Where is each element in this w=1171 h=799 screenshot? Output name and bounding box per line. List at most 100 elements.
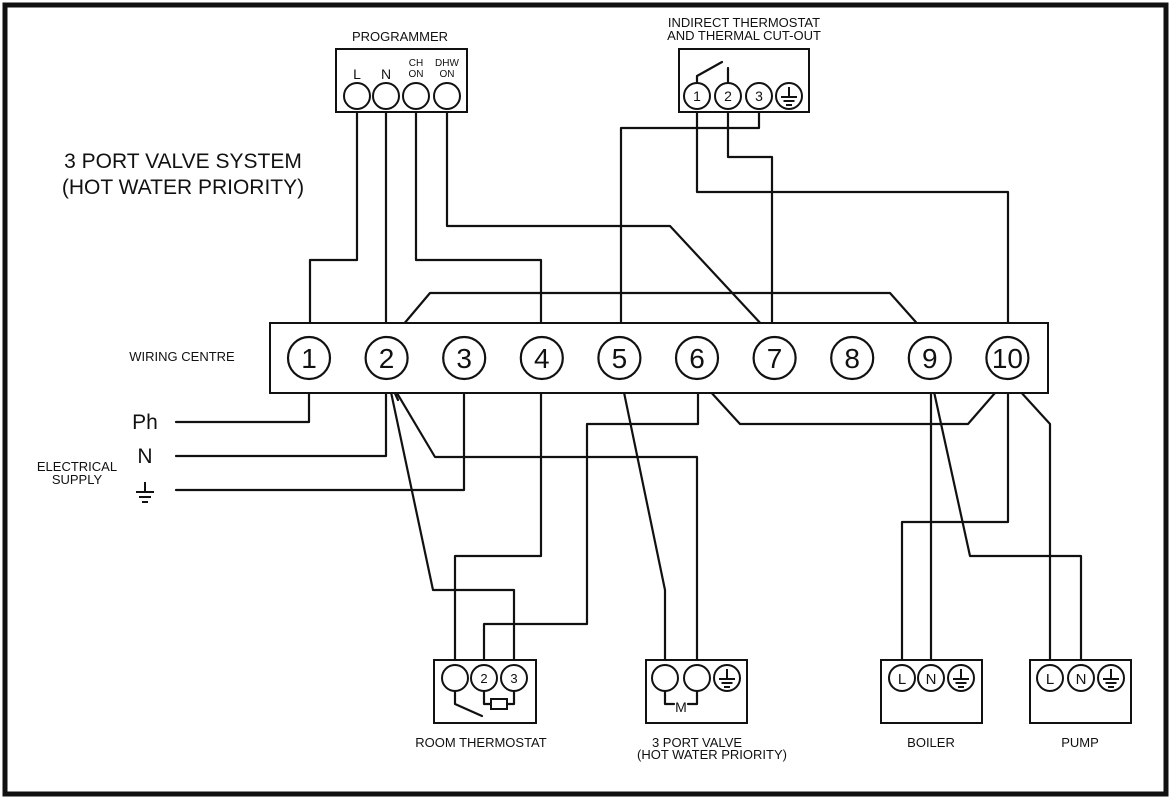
valve-terminal-motor bbox=[651, 664, 679, 692]
wire-link-t2-to-t9 bbox=[390, 291, 932, 340]
wire-cylstat-1-to-t10 bbox=[695, 106, 1010, 342]
boiler-terminal-l bbox=[888, 664, 916, 692]
earth-icon bbox=[719, 669, 735, 688]
indirect-thermostat-terminal-2 bbox=[714, 82, 742, 110]
boiler-terminal-n bbox=[917, 664, 945, 692]
boiler-label: BOILER bbox=[907, 735, 955, 750]
room-thermostat-label: ROOM THERMOSTAT bbox=[415, 735, 547, 750]
wire-t6-to-t10 bbox=[696, 376, 1010, 426]
room-thermostat-switch-arm bbox=[453, 689, 484, 718]
wire-supply-n bbox=[174, 376, 388, 458]
programmer: PROGRAMMER L N CH ON DHW ON bbox=[335, 29, 468, 113]
diagram-title-line1: 3 PORT VALVE SYSTEM bbox=[64, 150, 302, 173]
room-thermostat-lead-2 bbox=[482, 689, 493, 706]
pump-terminal-n-label: N bbox=[1076, 671, 1087, 688]
wiring-centre-terminal-label-7: 7 bbox=[767, 343, 783, 374]
boiler-terminal-n-label: N bbox=[926, 671, 937, 688]
valve-label-line2: (HOT WATER PRIORITY) bbox=[637, 747, 787, 762]
wire-t10-to-boiler-l bbox=[900, 376, 1010, 667]
wiring-centre-terminal-label-5: 5 bbox=[612, 343, 628, 374]
indirect-thermostat: INDIRECT THERMOSTAT AND THERMAL CUT-OUT … bbox=[667, 15, 821, 113]
programmer-terminal-n bbox=[372, 82, 400, 110]
supply-label-line1: ELECTRICAL bbox=[37, 459, 117, 474]
wiring-centre-terminal-label-4: 4 bbox=[534, 343, 550, 374]
supply-ph-label: Ph bbox=[132, 411, 158, 434]
wire-t9-to-pump-n bbox=[929, 376, 1083, 667]
wiring-centre-terminal-label-9: 9 bbox=[922, 343, 938, 374]
diagram-title-line2: (HOT WATER PRIORITY) bbox=[62, 176, 304, 199]
room-thermostat-terminal-3-label: 3 bbox=[510, 671, 517, 686]
wire-t2-to-roomstat-3 bbox=[386, 376, 516, 667]
valve-terminal-neutral bbox=[683, 664, 711, 692]
wiring-centre-terminal-label-1: 1 bbox=[301, 343, 317, 374]
wiring-centre-terminals: 1 2 3 4 5 6 7 8 9 10 bbox=[286, 335, 1030, 381]
programmer-terminal-ch-on bbox=[402, 82, 430, 110]
programmer-terminal-dhw-on bbox=[433, 82, 461, 110]
wiring-centre-terminal-2 bbox=[364, 335, 409, 381]
wire-cylstat-2-to-t7 bbox=[726, 106, 774, 342]
indirect-thermostat-terminal-1-label: 1 bbox=[693, 88, 701, 104]
boiler: L N BOILER bbox=[880, 659, 983, 750]
wire-cylstat-3-to-t5 bbox=[619, 106, 761, 342]
wiring-centre-terminal-label-2: 2 bbox=[379, 343, 395, 374]
wiring-centre-terminal-label-6: 6 bbox=[689, 343, 705, 374]
wire-t5-to-valve bbox=[619, 376, 667, 667]
wire-t2-to-valve bbox=[386, 376, 699, 667]
wiring-centre-terminal-1 bbox=[286, 335, 332, 381]
wiring-centre-terminal-7 bbox=[752, 335, 797, 381]
wiring-centre-terminal-10 bbox=[985, 335, 1030, 381]
indirect-thermostat-label-line2: AND THERMAL CUT-OUT bbox=[667, 28, 821, 43]
wire-t6-to-roomstat-2 bbox=[482, 376, 700, 667]
supply-n-label: N bbox=[137, 445, 152, 468]
electrical-supply: Ph N ELECTRICAL SUPPLY bbox=[37, 411, 158, 503]
earth-icon bbox=[136, 482, 154, 503]
pump-terminal-n bbox=[1067, 664, 1095, 692]
programmer-label: PROGRAMMER bbox=[352, 29, 448, 44]
indirect-thermostat-label-line1: INDIRECT THERMOSTAT bbox=[668, 15, 820, 30]
room-thermostat-lead-3 bbox=[505, 689, 516, 706]
valve-motor-lead-1 bbox=[663, 689, 676, 706]
wiring-centre-terminal-label-10: 10 bbox=[992, 343, 1023, 374]
wire-programmer-ch-to-t4 bbox=[414, 106, 543, 342]
supply-label-line2: SUPPLY bbox=[52, 472, 103, 487]
pump: L N PUMP bbox=[1029, 659, 1132, 750]
programmer-terminal-label-ch-on: ON bbox=[409, 69, 424, 80]
indirect-thermostat-terminal-3-label: 3 bbox=[755, 88, 763, 104]
room-thermostat-resistor-icon bbox=[490, 698, 508, 710]
room-thermostat-terminal-1 bbox=[441, 664, 469, 692]
programmer-terminal-label-dhw-on: ON bbox=[440, 69, 455, 80]
wires bbox=[174, 106, 1083, 667]
wiring-centre-terminal-3 bbox=[442, 335, 487, 381]
valve-motor-label: M bbox=[675, 699, 687, 715]
wire-t4-to-roomstat-1 bbox=[453, 376, 543, 667]
three-port-valve: M 3 PORT VALVE (HOT WATER PRIORITY) bbox=[637, 659, 787, 762]
wire-programmer-l-to-t1 bbox=[308, 106, 359, 342]
indirect-thermostat-terminal-1 bbox=[683, 82, 711, 110]
wiring-centre-terminal-label-3: 3 bbox=[456, 343, 472, 374]
programmer-terminal-label-ch: CH bbox=[409, 58, 423, 69]
earth-icon bbox=[781, 87, 797, 106]
wiring-centre-terminal-label-8: 8 bbox=[844, 343, 860, 374]
wiring-centre-terminal-8 bbox=[830, 335, 875, 381]
indirect-thermostat-terminal-2-label: 2 bbox=[724, 88, 732, 104]
pump-terminal-l-label: L bbox=[1046, 671, 1054, 688]
pump-label: PUMP bbox=[1061, 735, 1099, 750]
programmer-terminal-label-n: N bbox=[381, 66, 391, 82]
programmer-terminal-label-l: L bbox=[353, 66, 361, 82]
indirect-thermostat-terminal-3 bbox=[745, 82, 773, 110]
wiring-centre-label: WIRING CENTRE bbox=[129, 349, 235, 364]
earth-icon bbox=[953, 669, 969, 688]
wire-t10-to-pump-l bbox=[1006, 376, 1052, 667]
programmer-terminal-l bbox=[343, 82, 371, 110]
room-thermostat-terminal-2-label: 2 bbox=[480, 671, 487, 686]
wire-supply-earth bbox=[174, 376, 466, 492]
wiring-centre-terminal-9 bbox=[907, 335, 952, 381]
wire-programmer-dhw-to-t7 bbox=[445, 106, 778, 342]
pump-terminal-l bbox=[1036, 664, 1064, 692]
indirect-thermostat-switch-arm bbox=[695, 60, 724, 85]
valve-label-line1: 3 PORT VALVE bbox=[652, 735, 742, 750]
earth-icon bbox=[1103, 669, 1119, 688]
